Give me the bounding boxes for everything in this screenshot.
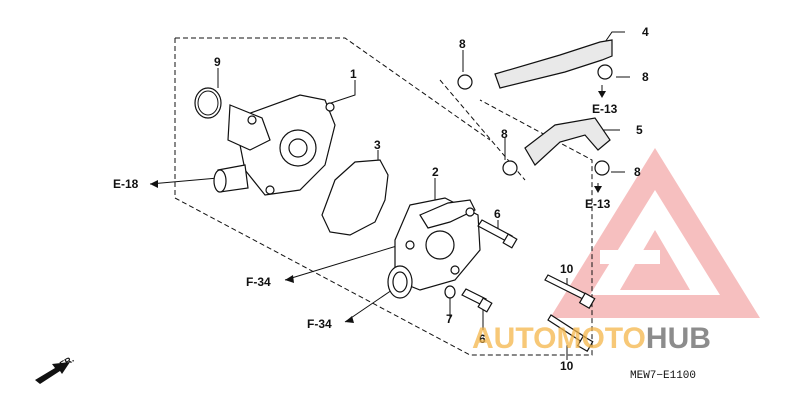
upper-hose-part-4 <box>494 39 613 89</box>
callout-1: 1 <box>350 67 357 81</box>
callout-6b: 6 <box>479 332 486 346</box>
callout-4: 4 <box>642 25 649 39</box>
gasket-part-3 <box>321 159 389 236</box>
callout-8d: 8 <box>634 165 641 179</box>
lower-hose-part-5 <box>524 117 611 166</box>
callout-3: 3 <box>374 138 381 152</box>
callout-8c: 8 <box>501 127 508 141</box>
hose-clamps-part-8 <box>457 64 613 176</box>
watermark-logo-icon <box>550 148 760 318</box>
bolts-part-6 <box>461 219 518 313</box>
diagram-code: MEW7−E1100 <box>630 370 696 382</box>
ref-e18: E-18 <box>113 177 139 191</box>
callout-10a: 10 <box>560 262 574 276</box>
callout-6a: 6 <box>494 207 501 221</box>
watermark-text-part1: AUTOMOTO <box>472 322 646 355</box>
callout-9: 9 <box>214 55 221 69</box>
callout-10b: 10 <box>560 359 574 373</box>
front-arrow-icon <box>35 362 70 384</box>
callout-2: 2 <box>432 165 439 179</box>
watermark-text: AUTOMOTOHUB <box>472 322 711 355</box>
water-pump-body-part-1 <box>213 94 336 196</box>
callout-8b: 8 <box>642 70 649 84</box>
callout-8a: 8 <box>459 37 466 51</box>
ref-e13-upper: E-13 <box>592 102 618 116</box>
assembly-outline <box>174 37 593 356</box>
watermark-text-part2: HUB <box>646 322 711 355</box>
ref-e13-lower: E-13 <box>585 197 611 211</box>
front-marker-label: FR. <box>58 354 76 370</box>
callout-7: 7 <box>446 312 453 326</box>
long-bolts-part-10 <box>544 274 596 353</box>
pump-cover-part-2 <box>387 197 481 299</box>
ref-f34-upper: F-34 <box>246 275 271 289</box>
reference-arrows <box>150 91 606 323</box>
ref-f34-lower: F-34 <box>307 317 332 331</box>
o-ring-part-9 <box>194 87 222 119</box>
washer-part-7 <box>444 285 456 299</box>
callout-5: 5 <box>636 123 643 137</box>
